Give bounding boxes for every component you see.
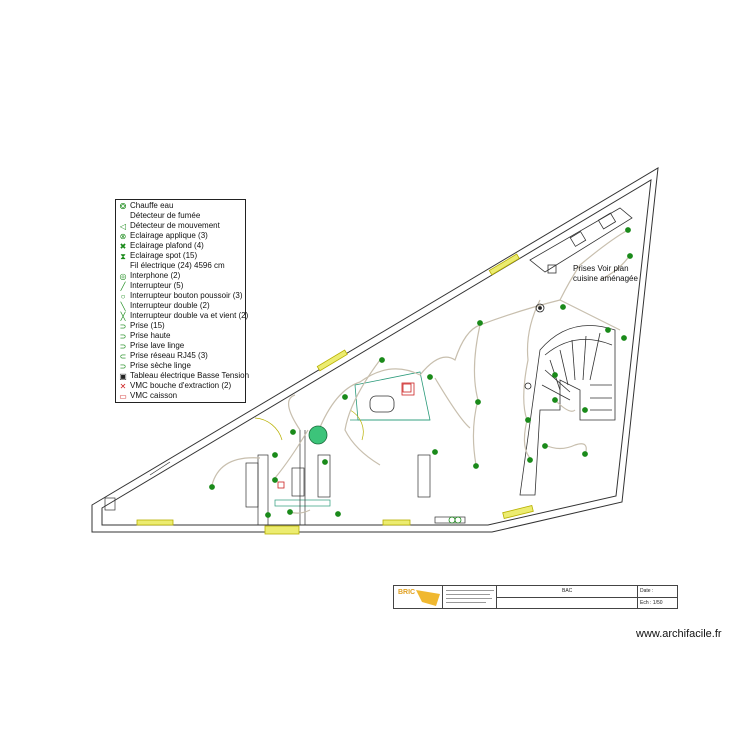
tb-text-line-1 bbox=[446, 590, 494, 592]
legend-item-label: Fil électrique (24) 4596 cm bbox=[130, 261, 225, 270]
logo-graphic bbox=[416, 590, 440, 606]
watermark-url: www.archifacile.fr bbox=[636, 628, 722, 640]
legend-item: ❂Chauffe eau bbox=[118, 201, 174, 211]
title-block: BRIC BAC Date : Ech : 1/50 bbox=[393, 585, 678, 609]
legend-item: ◎Interphone (2) bbox=[118, 271, 181, 281]
legend-item: ⊂Prise réseau RJ45 (3) bbox=[118, 351, 208, 361]
electrical-panel-icon: ▣ bbox=[119, 371, 127, 381]
legend-item-label: Interrupteur double va et vient (2) bbox=[130, 311, 249, 320]
company-logo: BRIC bbox=[396, 588, 441, 608]
electrical-symbols bbox=[209, 227, 633, 524]
legend-item-label: Interrupteur (5) bbox=[130, 281, 184, 290]
legend-item-label: Prise réseau RJ45 (3) bbox=[130, 351, 208, 360]
washing-machine-outlet-icon: ⊃ bbox=[119, 341, 127, 351]
legend-item-label: Prise lave linge bbox=[130, 341, 185, 350]
tb-date: Date : bbox=[640, 588, 654, 594]
legend-item-label: Détecteur de fumée bbox=[130, 211, 201, 220]
vmc-extraction-icon: ✕ bbox=[119, 381, 127, 391]
outlet-icon: ⊃ bbox=[119, 321, 127, 331]
legend-item-label: Interrupteur double (2) bbox=[130, 301, 210, 310]
legend-item: ⊃Prise (15) bbox=[118, 321, 165, 331]
electrical-wires bbox=[211, 229, 631, 514]
legend-item: ✕VMC bouche d'extraction (2) bbox=[118, 381, 232, 391]
legend-item: ⊗Eclairage applique (3) bbox=[118, 231, 208, 241]
legend-item: Détecteur de fumée bbox=[118, 211, 200, 221]
switch-icon: ╱ bbox=[120, 281, 126, 291]
windows bbox=[136, 253, 534, 535]
high-outlet-icon: ⊃ bbox=[119, 331, 127, 341]
tb-project: BAC bbox=[562, 588, 573, 594]
smoke-detectors bbox=[524, 303, 545, 390]
ceiling-light-icon: ✖ bbox=[119, 241, 127, 251]
legend-item: ⧗ Eclairage spot (15) bbox=[118, 251, 197, 261]
smoke-detector-icon bbox=[118, 212, 128, 221]
spot-light-icon: ⧗ bbox=[120, 251, 126, 261]
legend-item: ⊃Prise haute bbox=[118, 331, 171, 341]
water-heater-symbol bbox=[308, 425, 328, 445]
legend-item-label: VMC bouche d'extraction (2) bbox=[130, 381, 232, 390]
legend-item: ▣Tableau électrique Basse Tension bbox=[118, 371, 249, 381]
legend-item: Fil électrique (24) 4596 cm bbox=[118, 261, 225, 271]
tb-text-line-3 bbox=[446, 598, 492, 600]
double-two-way-switch-icon: ╳ bbox=[120, 311, 126, 321]
walls bbox=[91, 167, 659, 533]
legend-item: ▭VMC caisson bbox=[118, 391, 177, 401]
legend-item-label: Eclairage applique (3) bbox=[130, 231, 208, 240]
legend-item: ⊃Prise sèche linge bbox=[118, 361, 191, 371]
kitchen-outlets-note: Prises Voir plan cuisine aménagée bbox=[573, 264, 638, 283]
network-outlet-icon: ⊂ bbox=[119, 351, 127, 361]
interior-furniture bbox=[104, 409, 466, 526]
tb-text-line-2 bbox=[446, 594, 490, 596]
legend-item-label: Interphone (2) bbox=[130, 271, 181, 280]
wire-icon bbox=[118, 262, 128, 271]
legend-item: ⊃Prise lave linge bbox=[118, 341, 185, 351]
water-heater-icon: ❂ bbox=[119, 201, 127, 211]
wall-light-icon: ⊗ bbox=[119, 231, 127, 241]
legend-item-label: Prise (15) bbox=[130, 321, 165, 330]
legend-item: ○ Interrupteur bouton poussoir (3) bbox=[118, 291, 243, 301]
legend-item-label: Détecteur de mouvement bbox=[130, 221, 220, 230]
motion-detector-icon: ◁ bbox=[119, 221, 127, 231]
vmc-marks bbox=[277, 383, 412, 489]
bathroom bbox=[350, 371, 431, 421]
tb-scale: Ech : 1/50 bbox=[640, 600, 663, 606]
tb-divider-1 bbox=[442, 586, 443, 608]
vmc-box-icon: ▭ bbox=[119, 391, 127, 401]
double-switch-icon: ╲ bbox=[120, 301, 126, 311]
legend-item: ╲ Interrupteur double (2) bbox=[118, 301, 210, 311]
logo-text: BRIC bbox=[398, 589, 416, 596]
push-button-switch-icon: ○ bbox=[120, 291, 126, 301]
dryer-outlet-icon: ⊃ bbox=[119, 361, 127, 371]
legend-item-label: Interrupteur bouton poussoir (3) bbox=[130, 291, 243, 300]
legend-item: ╱ Interrupteur (5) bbox=[118, 281, 184, 291]
legend-item-label: Prise sèche linge bbox=[130, 361, 191, 370]
legend-item: ╳ Interrupteur double va et vient (2) bbox=[118, 311, 249, 321]
legend-item-label: VMC caisson bbox=[130, 391, 178, 400]
legend-item-label: Chauffe eau bbox=[130, 201, 174, 210]
tb-text-line-4 bbox=[446, 602, 486, 604]
legend-item-label: Prise haute bbox=[130, 331, 171, 340]
legend-item: ✖Eclairage plafond (4) bbox=[118, 241, 204, 251]
tb-hline bbox=[496, 597, 677, 598]
legend-item-label: Eclairage plafond (4) bbox=[130, 241, 204, 250]
legend-item-label: Tableau électrique Basse Tension bbox=[130, 371, 250, 380]
legend-item-label: Eclairage spot (15) bbox=[130, 251, 198, 260]
legend-item: ◁Détecteur de mouvement bbox=[118, 221, 220, 231]
kitchen bbox=[529, 207, 633, 274]
intercom-icon: ◎ bbox=[119, 271, 127, 281]
